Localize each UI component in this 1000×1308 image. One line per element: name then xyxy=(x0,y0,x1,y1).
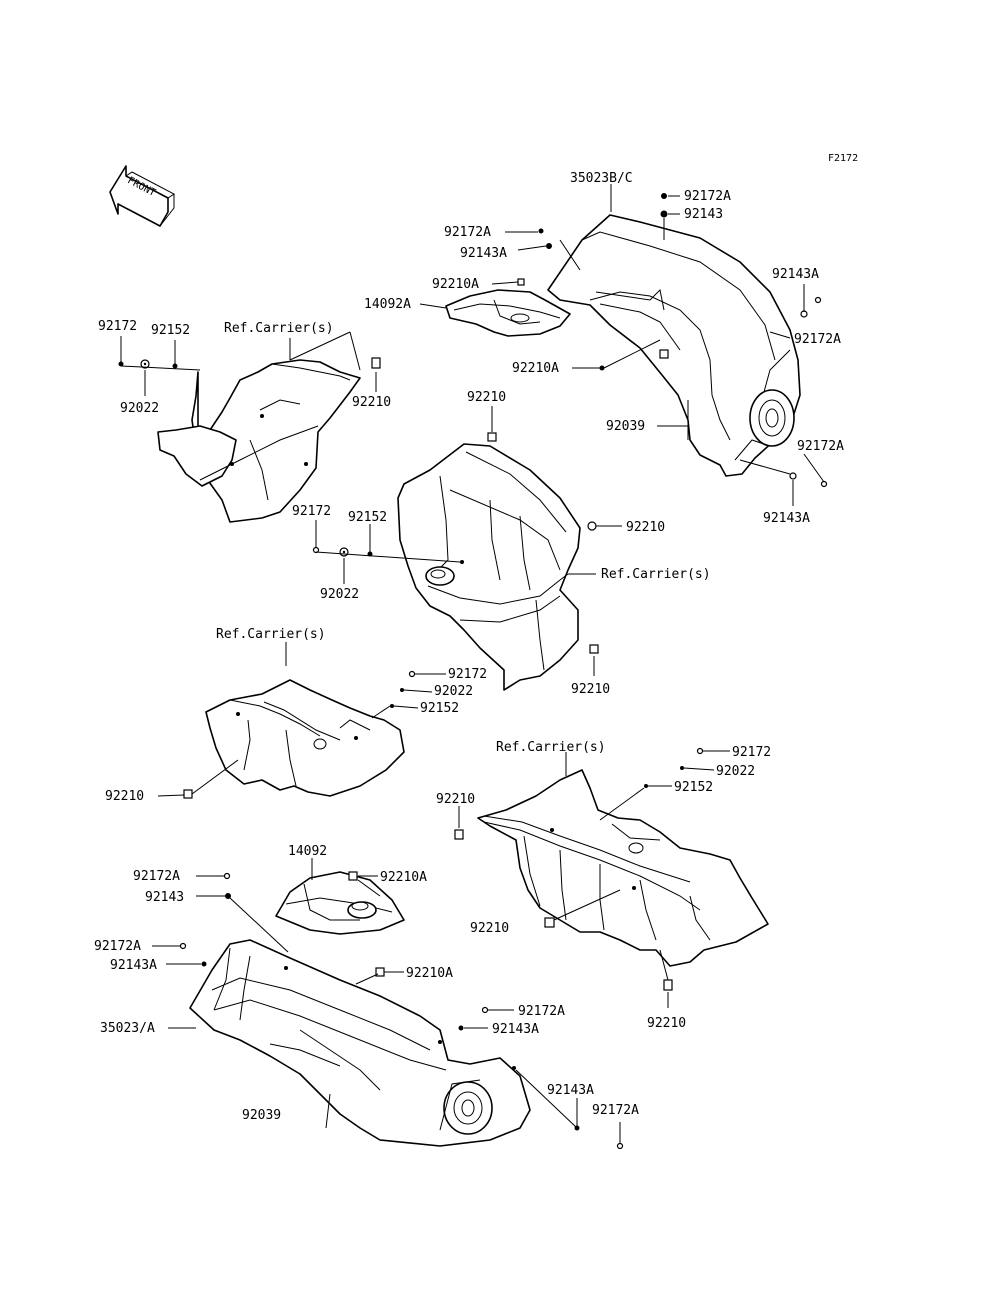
label-92143A: 92143A xyxy=(772,267,819,282)
label-92143A: 92143A xyxy=(110,958,157,973)
label-92210: 92210 xyxy=(105,789,144,804)
label-ref-carrier: Ref.Carrier(s) xyxy=(601,567,711,582)
label-92172: 92172 xyxy=(448,667,487,682)
label-92143: 92143 xyxy=(684,207,723,222)
label-92172A: 92172A xyxy=(444,225,491,240)
leader-lines-middle-right xyxy=(458,750,730,1008)
rear-fender-right xyxy=(547,214,801,477)
label-92172A: 92172A xyxy=(133,869,180,884)
protector-plate-14092A xyxy=(445,289,571,337)
leader-lines-top-left xyxy=(120,331,377,396)
carrier-cover-middle-left xyxy=(205,679,405,797)
label-92210A: 92210A xyxy=(432,277,479,292)
hardware-bottom xyxy=(179,871,624,1150)
label-92172A: 92172A xyxy=(592,1103,639,1118)
part-number-labels: 35023B/C 92172A 92143 92172A 92143A 9221… xyxy=(94,171,844,1123)
label-92210: 92210 xyxy=(626,520,665,535)
label-92172A: 92172A xyxy=(797,439,844,454)
label-92210: 92210 xyxy=(571,682,610,697)
label-92143A: 92143A xyxy=(763,511,810,526)
label-92039: 92039 xyxy=(242,1108,281,1123)
carrier-cover-top-left xyxy=(157,359,361,523)
leader-lines-top-right xyxy=(419,184,825,506)
hardware-middle-right xyxy=(454,747,704,991)
label-92022: 92022 xyxy=(120,401,159,416)
hardware-top-right xyxy=(517,193,828,488)
label-92172A: 92172A xyxy=(94,939,141,954)
label-92172: 92172 xyxy=(732,745,771,760)
label-92152: 92152 xyxy=(348,510,387,525)
label-92143A: 92143A xyxy=(547,1083,594,1098)
label-ref-carrier: Ref.Carrier(s) xyxy=(216,627,326,642)
label-92210: 92210 xyxy=(470,921,509,936)
label-92172A: 92172A xyxy=(794,332,841,347)
label-92172A: 92172A xyxy=(518,1004,565,1019)
label-92210: 92210 xyxy=(647,1016,686,1031)
front-arrow-icon: FRONT xyxy=(109,165,175,227)
carrier-cover-center xyxy=(397,443,581,691)
label-92022: 92022 xyxy=(320,587,359,602)
hardware-middle-left xyxy=(183,670,416,799)
leader-lines-middle-left xyxy=(157,642,446,797)
carrier-cover-middle-right xyxy=(477,769,769,967)
label-92210A: 92210A xyxy=(512,361,559,376)
label-14092A: 14092A xyxy=(364,297,411,312)
label-92210A: 92210A xyxy=(380,870,427,885)
label-92022: 92022 xyxy=(434,684,473,699)
label-14092: 14092 xyxy=(288,844,327,859)
label-ref-carrier: Ref.Carrier(s) xyxy=(224,321,334,336)
label-35023BC: 35023B/C xyxy=(570,171,633,186)
leader-lines-bottom xyxy=(152,858,621,1144)
rear-fender-left xyxy=(189,939,531,1147)
label-92143A: 92143A xyxy=(492,1022,539,1037)
figure-code: F2172 xyxy=(828,153,858,164)
label-92152: 92152 xyxy=(151,323,190,338)
label-92039: 92039 xyxy=(606,419,645,434)
label-92152: 92152 xyxy=(420,701,459,716)
label-92143A: 92143A xyxy=(460,246,507,261)
label-ref-carrier: Ref.Carrier(s) xyxy=(496,740,606,755)
label-35023A: 35023/A xyxy=(100,1021,155,1036)
hardware-top-left xyxy=(118,357,381,369)
label-92210: 92210 xyxy=(467,390,506,405)
label-92172A: 92172A xyxy=(684,189,731,204)
label-92210: 92210 xyxy=(436,792,475,807)
label-92210: 92210 xyxy=(352,395,391,410)
protector-plate-14092 xyxy=(275,871,405,935)
label-92143: 92143 xyxy=(145,890,184,905)
label-92172: 92172 xyxy=(292,504,331,519)
leader-lines-center xyxy=(315,406,622,676)
label-92210A: 92210A xyxy=(406,966,453,981)
label-92022: 92022 xyxy=(716,764,755,779)
label-92152: 92152 xyxy=(674,780,713,795)
label-92172: 92172 xyxy=(98,319,137,334)
